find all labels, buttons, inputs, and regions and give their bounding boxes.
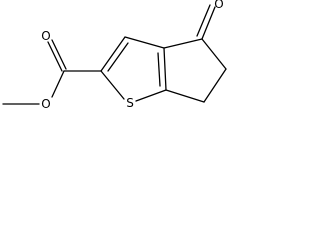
chemical-structure: O O S O <box>2 0 227 111</box>
ketone-oxygen-label: O <box>214 0 223 11</box>
ester-oxygen-to-carbonyl-carbon-bond <box>51 70 65 98</box>
ketone-double-bond-inner <box>196 4 211 37</box>
ketone-double-bond-outer <box>201 6 216 40</box>
thiophene-c2-c3-double-bond-outer <box>100 36 126 72</box>
cyclopentanone-c4-c5-bond <box>201 38 227 70</box>
thiophene-c2-c3-double-bond-inner <box>107 42 129 72</box>
thiophene-c3a-c6a-double-bond-inner <box>157 52 161 87</box>
cyclopentanone-c5-c6-bond <box>203 68 227 103</box>
carbonyl-double-bond-inner <box>51 39 67 70</box>
thiophene-c6a-sulfur-bond <box>135 89 167 102</box>
ester-ether-oxygen-label: O <box>41 97 50 111</box>
cyclopentanone-c3a-c4-bond <box>163 38 203 49</box>
sulfur-atom-label: S <box>126 96 134 110</box>
carbonyl-double-bond-outer <box>47 41 63 72</box>
cyclopentanone-c6-c6a-bond <box>165 89 205 103</box>
thiophene-c3a-c6a-double-bond-outer <box>163 47 167 91</box>
thiophene-c3-c3a-bond <box>124 36 165 49</box>
thiophene-sulfur-c2-bond <box>100 70 125 100</box>
ester-carbonyl-oxygen-label: O <box>41 29 50 43</box>
